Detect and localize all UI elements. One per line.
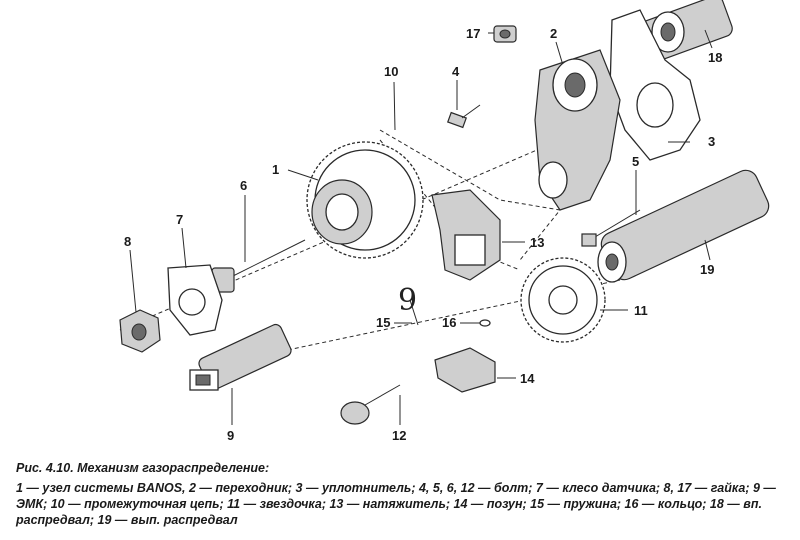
bolt-4 (447, 104, 481, 129)
callout-2: 2 (550, 26, 557, 41)
sensor-wheel (167, 264, 223, 336)
callout-7: 7 (176, 212, 183, 227)
gasket (609, 9, 701, 161)
vanos-sprocket (306, 141, 424, 259)
callout-19: 19 (700, 262, 714, 277)
spring (409, 299, 419, 326)
nut-17 (493, 25, 517, 43)
caption-legend: 1 — узел системы BANOS, 2 — переходник; … (16, 481, 776, 527)
caption-title: Рис. 4.10. Механизм газораспределение: (16, 461, 270, 475)
callout-12: 12 (392, 428, 406, 443)
intake-camshaft (637, 0, 733, 63)
callout-13: 13 (530, 235, 544, 250)
bolt-6 (211, 239, 306, 293)
adapter-housing (534, 49, 621, 211)
callout-3: 3 (708, 134, 715, 149)
slider (434, 347, 496, 393)
callout-11: 11 (634, 303, 648, 318)
callout-4: 4 (452, 64, 460, 79)
exploded-diagram: 9 1 2 3 4 5 6 7 8 9 10 11 12 13 14 15 16… (119, 0, 770, 443)
callout-15: 15 (376, 315, 390, 330)
figure-caption: Рис. 4.10. Механизм газораспределение: 1… (16, 460, 786, 528)
callout-18: 18 (708, 50, 722, 65)
bolt-12 (340, 384, 401, 425)
callout-1: 1 (272, 162, 279, 177)
callout-5: 5 (632, 154, 639, 169)
handwritten-mark: 9 (398, 283, 417, 318)
callout-17: 17 (466, 26, 480, 41)
callout-9: 9 (227, 428, 234, 443)
bolt-5 (581, 209, 641, 247)
callout-16: 16 (442, 315, 456, 330)
leader-lines (129, 29, 713, 425)
tensioner (431, 189, 501, 281)
callout-8: 8 (124, 234, 131, 249)
callout-6: 6 (240, 178, 247, 193)
callout-14: 14 (520, 371, 535, 386)
callout-10: 10 (384, 64, 398, 79)
exhaust-camshaft (597, 169, 770, 283)
ring (479, 319, 491, 327)
nut-8 (119, 309, 161, 353)
sprocket-11 (520, 257, 606, 343)
solenoid-valve (189, 323, 292, 391)
